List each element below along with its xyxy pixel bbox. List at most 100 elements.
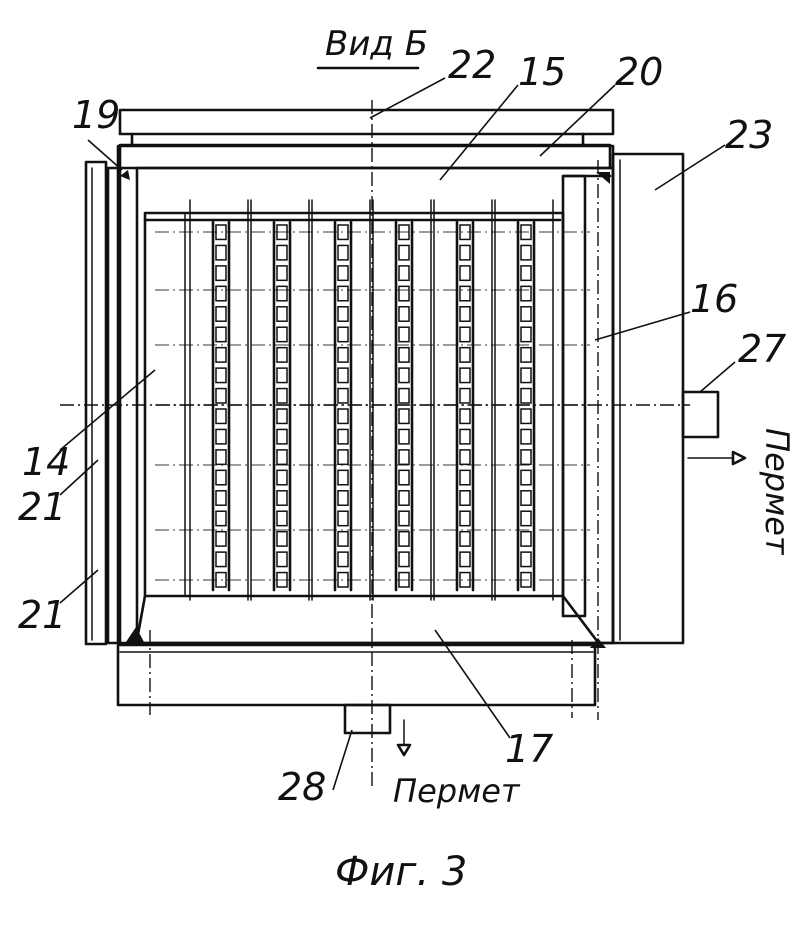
- membrane-cell: [521, 409, 531, 423]
- label-27: 27: [738, 327, 786, 371]
- membrane-cell: [277, 429, 287, 443]
- membrane-cell: [399, 470, 409, 484]
- leader-22: [370, 78, 445, 118]
- weld-corner-bottom-left: [126, 627, 144, 642]
- figure-caption: Фиг. 3: [335, 849, 467, 895]
- membrane-cell: [521, 307, 531, 321]
- label-14: 14: [22, 440, 70, 484]
- leader-28: [333, 730, 352, 790]
- membrane-cell: [460, 532, 470, 546]
- membrane-cell: [460, 245, 470, 259]
- membrane-cell: [216, 450, 226, 464]
- label-19: 19: [72, 93, 120, 137]
- leader-16: [595, 312, 690, 340]
- membrane-cell: [216, 245, 226, 259]
- membrane-cell: [399, 327, 409, 341]
- label-21-lower: 21: [18, 593, 66, 637]
- membrane-cell: [216, 389, 226, 403]
- membrane-cell: [277, 389, 287, 403]
- membrane-cell: [521, 389, 531, 403]
- membrane-cell: [277, 532, 287, 546]
- view-title: Вид Б: [325, 24, 428, 64]
- membrane-cell: [460, 348, 470, 362]
- flow-label-bottom: Пермет: [393, 772, 521, 810]
- membrane-cell: [277, 348, 287, 362]
- membrane-cell: [216, 491, 226, 505]
- membrane-cell: [460, 368, 470, 382]
- membrane-cell: [399, 368, 409, 382]
- membrane-cell: [338, 511, 348, 525]
- leader-15: [440, 85, 518, 180]
- membrane-cell: [338, 266, 348, 280]
- membrane-cell: [277, 327, 287, 341]
- label-21-upper: 21: [18, 485, 66, 529]
- membrane-cell: [460, 511, 470, 525]
- membrane-cell: [399, 286, 409, 300]
- bottom-chamber: [118, 645, 595, 705]
- membrane-column: [495, 200, 553, 600]
- membrane-cell: [399, 429, 409, 443]
- top-plate: [120, 110, 613, 134]
- membrane-cell: [338, 348, 348, 362]
- membrane-cell: [277, 409, 287, 423]
- membrane-cell: [521, 286, 531, 300]
- membrane-cell: [277, 245, 287, 259]
- membrane-cell: [338, 245, 348, 259]
- membrane-cell: [216, 348, 226, 362]
- membrane-cell: [216, 429, 226, 443]
- membrane-cell: [521, 491, 531, 505]
- membrane-cell: [338, 532, 348, 546]
- label-28: 28: [278, 765, 326, 809]
- membrane-cell: [277, 450, 287, 464]
- right-flow-arrow-head: [733, 452, 745, 464]
- membrane-cell: [277, 368, 287, 382]
- membrane-column: [190, 200, 248, 600]
- membrane-cell: [277, 491, 287, 505]
- membrane-cell: [399, 552, 409, 566]
- membrane-cell: [277, 307, 287, 321]
- membrane-cell: [521, 245, 531, 259]
- membrane-cell: [460, 327, 470, 341]
- membrane-cell: [521, 450, 531, 464]
- label-17: 17: [505, 727, 553, 771]
- membrane-cell: [521, 470, 531, 484]
- membrane-cell: [521, 552, 531, 566]
- membrane-cell: [277, 286, 287, 300]
- membrane-column: [373, 200, 431, 600]
- membrane-cell: [399, 307, 409, 321]
- membrane-cell: [338, 552, 348, 566]
- label-16: 16: [690, 277, 738, 321]
- membrane-cell: [460, 266, 470, 280]
- membrane-cell: [277, 511, 287, 525]
- membrane-cell: [338, 389, 348, 403]
- membrane-cell: [216, 552, 226, 566]
- membrane-cell: [216, 409, 226, 423]
- membrane-cell: [216, 532, 226, 546]
- membrane-cell: [216, 286, 226, 300]
- membrane-cell: [521, 511, 531, 525]
- membrane-cell: [277, 470, 287, 484]
- leader-23: [655, 145, 725, 190]
- side-box: [613, 154, 683, 643]
- membrane-cell: [521, 368, 531, 382]
- membrane-cell: [216, 511, 226, 525]
- membrane-cell: [399, 511, 409, 525]
- label-22: 22: [448, 43, 496, 87]
- membrane-cell: [521, 327, 531, 341]
- membrane-cell: [338, 307, 348, 321]
- membrane-cell: [338, 327, 348, 341]
- membrane-cell: [399, 450, 409, 464]
- membrane-cell: [460, 307, 470, 321]
- membrane-cell: [460, 409, 470, 423]
- membrane-cell: [460, 470, 470, 484]
- membrane-cell: [216, 327, 226, 341]
- membrane-cell: [460, 450, 470, 464]
- membrane-column: [434, 200, 492, 600]
- membrane-cell: [460, 552, 470, 566]
- membrane-cell: [521, 532, 531, 546]
- membrane-column: [251, 200, 309, 600]
- membrane-cell: [338, 286, 348, 300]
- membrane-cell: [521, 348, 531, 362]
- membrane-cell: [338, 409, 348, 423]
- membrane-cell: [399, 266, 409, 280]
